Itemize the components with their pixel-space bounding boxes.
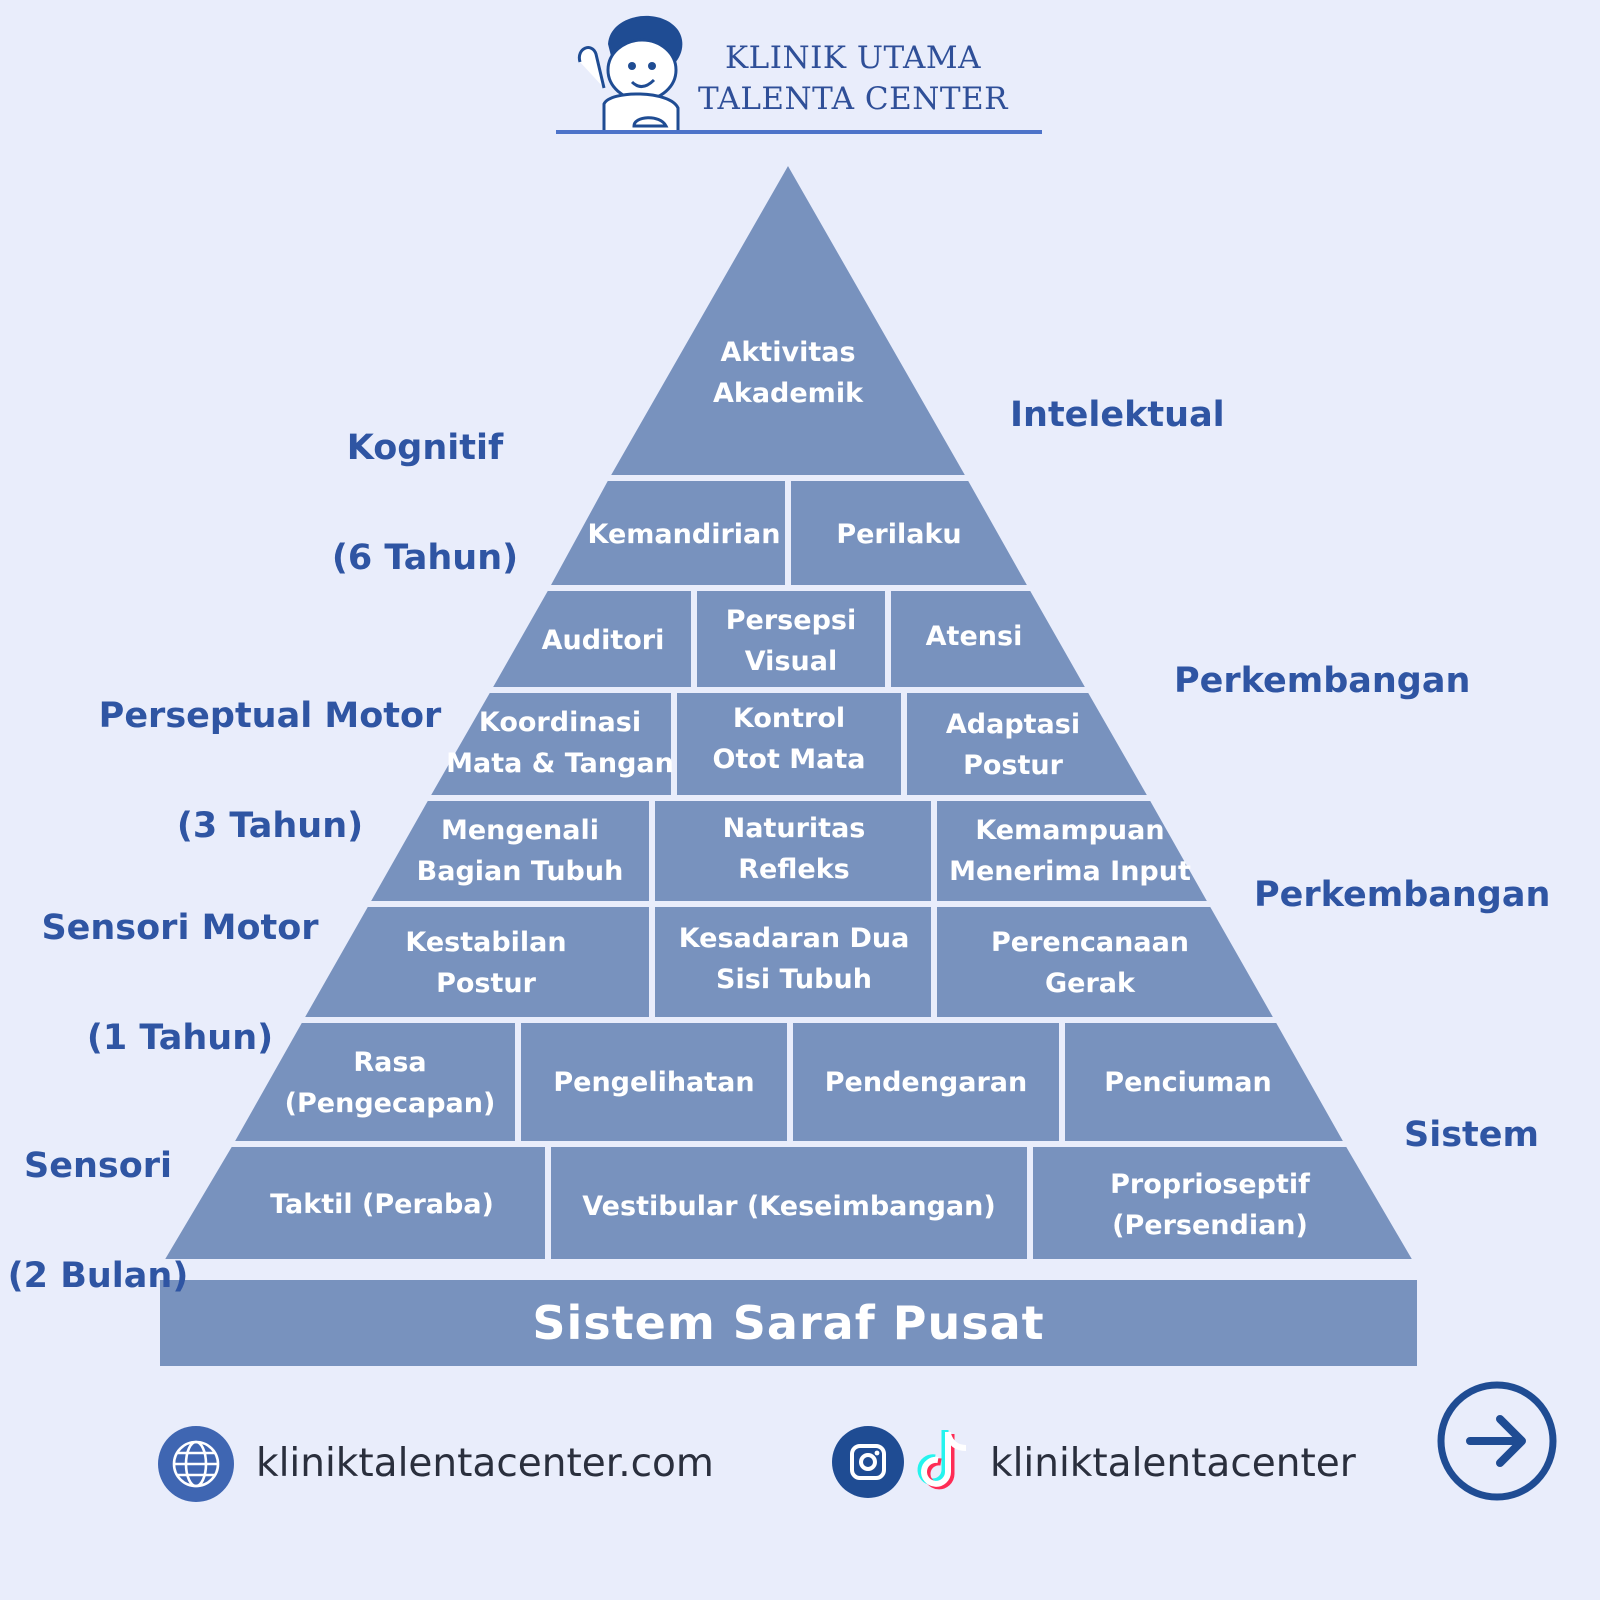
label-line: Sensori bbox=[24, 1146, 172, 1186]
pyramid-cell-pendengaran: Pendengaran bbox=[794, 1054, 1058, 1110]
label-line: Sensori Motor bbox=[41, 908, 319, 948]
cell-line: Atensi bbox=[925, 620, 1023, 652]
logo-line1: KLINIK UTAMA bbox=[725, 40, 981, 76]
cell-line: Perencanaan bbox=[990, 927, 1190, 958]
left-label-sensori: Sensori (2 Bulan) bbox=[0, 1084, 196, 1359]
logo-line2: TALENTA CENTER bbox=[697, 81, 1009, 117]
cell-line: Menerima Input bbox=[949, 856, 1191, 887]
cell-line: Pengelihatan bbox=[553, 1066, 755, 1098]
label-line: Perseptual Motor bbox=[98, 696, 442, 736]
label-line: (6 Tahun) bbox=[331, 538, 519, 578]
logo-underline bbox=[556, 130, 1042, 134]
cell-line: Kemampuan bbox=[975, 815, 1165, 846]
cell-line: Kontrol bbox=[732, 703, 846, 734]
cell-line: Mengenali bbox=[440, 815, 599, 846]
pyramid-cell-auditori: Auditori bbox=[520, 612, 686, 668]
cell-line: Kesadaran Dua bbox=[678, 923, 910, 954]
cell-line: Kemandirian bbox=[587, 518, 781, 550]
logo-text: KLINIK UTAMA TALENTA CENTER bbox=[688, 38, 1018, 120]
pyramid-cell-perilaku: Perilaku bbox=[794, 506, 1004, 562]
cell-line: Proprioseptif bbox=[1110, 1169, 1310, 1200]
instagram-icon[interactable] bbox=[832, 1426, 904, 1498]
base-label: Sistem Saraf Pusat bbox=[532, 1296, 1045, 1350]
cell-line: Visual bbox=[744, 646, 838, 677]
label-line: (3 Tahun) bbox=[176, 806, 364, 846]
right-label-sistem: Sistem bbox=[1404, 1115, 1539, 1155]
pyramid-cell-pengelihatan: Pengelihatan bbox=[522, 1054, 786, 1110]
cell-line: Aktivitas bbox=[720, 337, 856, 368]
label-line: (1 Tahun) bbox=[86, 1018, 274, 1058]
cell-line: Postur bbox=[963, 750, 1063, 781]
pyramid-cell-kemandirian: Kemandirian bbox=[580, 506, 788, 562]
cell-line: Auditori bbox=[541, 624, 665, 656]
cell-line: Rasa bbox=[353, 1047, 427, 1078]
arrow-right-circle-icon[interactable] bbox=[1436, 1380, 1558, 1502]
globe-icon bbox=[158, 1426, 234, 1502]
cell-line: Postur bbox=[436, 968, 536, 999]
cell-line: Koordinasi bbox=[478, 707, 642, 738]
pyramid-cell-proprioseptif-persendian: Proprioseptif (Persendian) bbox=[1060, 1162, 1360, 1248]
pyramid-apex-shape bbox=[600, 153, 976, 481]
right-label-perkembangan-1: Perkembangan bbox=[1174, 661, 1471, 701]
cell-line: Persepsi bbox=[725, 605, 857, 636]
cell-line: Gerak bbox=[1045, 968, 1135, 999]
right-label-perkembangan-2: Perkembangan bbox=[1254, 875, 1551, 915]
cell-line: Naturitas bbox=[722, 813, 866, 844]
cell-line: Bagian Tubuh bbox=[416, 856, 624, 887]
website-link[interactable]: kliniktalentacenter.com bbox=[256, 1441, 714, 1486]
pyramid-base-bar: Sistem Saraf Pusat bbox=[160, 1280, 1417, 1366]
tiktok-icon[interactable] bbox=[914, 1426, 978, 1498]
pyramid-cell-atensi: Atensi bbox=[892, 608, 1056, 664]
cell-line: (Persendian) bbox=[1112, 1210, 1308, 1241]
cell-line: Pendengaran bbox=[824, 1066, 1028, 1098]
cell-line: Kestabilan bbox=[405, 927, 567, 958]
cell-line: Akademik bbox=[712, 378, 864, 409]
left-label-sensori-motor: Sensori Motor (1 Tahun) bbox=[30, 846, 330, 1121]
right-label-intelektual: Intelektual bbox=[1010, 395, 1225, 435]
pyramid-cell-rasa-pengecapan: Rasa (Pengecapan) bbox=[270, 1040, 510, 1126]
cell-line: Mata & Tangan bbox=[446, 748, 674, 779]
cell-line: (Pengecapan) bbox=[284, 1088, 496, 1119]
pyramid-cell-penciuman: Penciuman bbox=[1066, 1054, 1310, 1110]
label-line: Kognitif bbox=[346, 428, 504, 468]
social-handle[interactable]: kliniktalentacenter bbox=[990, 1441, 1356, 1486]
left-label-perseptual-motor: Perseptual Motor (3 Tahun) bbox=[80, 634, 460, 909]
pyramid-cell-taktil-peraba: Taktil (Peraba) bbox=[240, 1176, 524, 1232]
left-label-kognitif: Kognitif (6 Tahun) bbox=[300, 366, 550, 641]
pyramid-row8-cell-3 bbox=[1027, 1141, 1423, 1265]
cell-line: Otot Mata bbox=[712, 744, 866, 775]
cell-line: Perilaku bbox=[836, 518, 962, 550]
label-line: (2 Bulan) bbox=[7, 1256, 189, 1296]
pyramid-cell-vestibular-keseimbangan: Vestibular (Keseimbangan) bbox=[552, 1178, 1026, 1234]
mascot-logo-icon bbox=[577, 15, 683, 134]
cell-line: Taktil (Peraba) bbox=[270, 1188, 494, 1220]
cell-line: Sisi Tubuh bbox=[716, 964, 872, 995]
cell-line: Adaptasi bbox=[945, 709, 1081, 740]
cell-line: Penciuman bbox=[1104, 1066, 1272, 1098]
cell-line: Refleks bbox=[738, 854, 850, 885]
cell-line: Vestibular (Keseimbangan) bbox=[582, 1190, 996, 1222]
